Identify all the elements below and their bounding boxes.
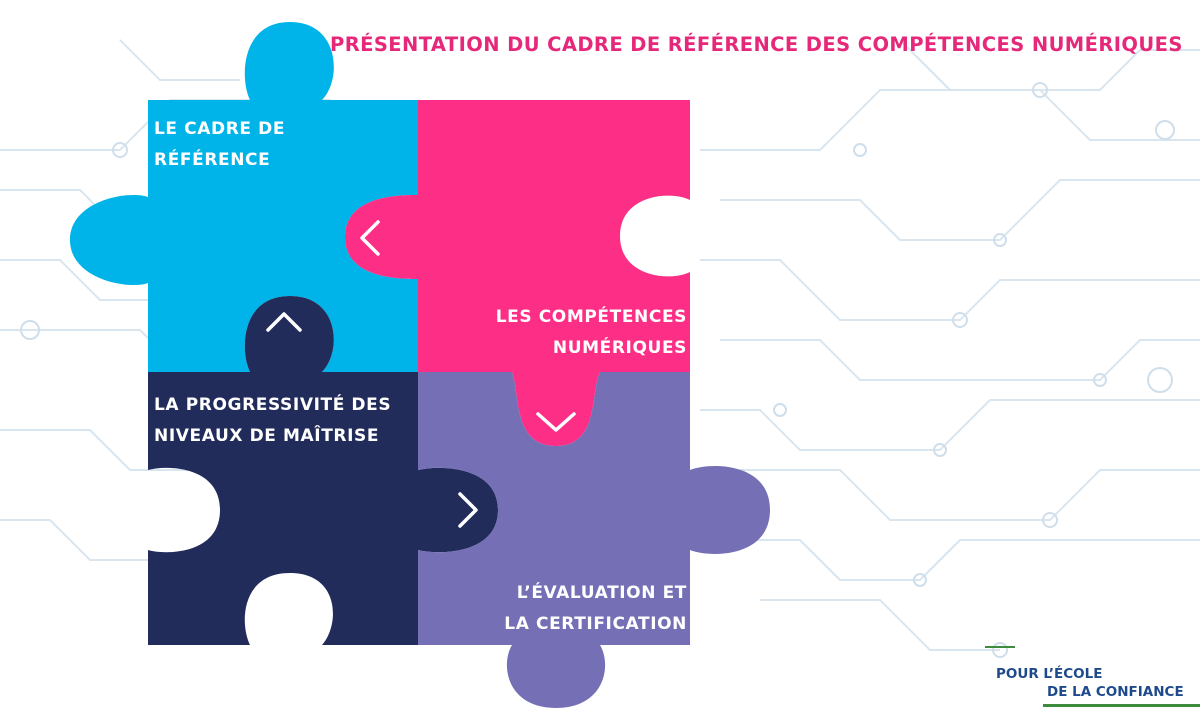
label-competences[interactable]: LES COMPÉTENCES NUMÉRIQUES	[430, 302, 687, 364]
piece-cadre[interactable]	[70, 22, 418, 372]
label-progressivite[interactable]: LA PROGRESSIVITÉ DES NIVEAUX DE MAÎTRISE	[154, 390, 414, 452]
label-cadre[interactable]: LE CADRE DE RÉFÉRENCE	[154, 114, 394, 176]
page-title: PRÉSENTATION DU CADRE DE RÉFÉRENCE DES C…	[330, 33, 1196, 56]
label-evaluation[interactable]: L’ÉVALUATION ET LA CERTIFICATION	[430, 578, 687, 640]
logo-accent-top	[985, 646, 1015, 648]
logo-line-1: POUR L’ÉCOLE	[996, 666, 1102, 682]
logo-line-2: DE LA CONFIANCE	[1047, 684, 1184, 700]
logo-accent-bottom	[1043, 704, 1200, 707]
ecole-confiance-logo: POUR L’ÉCOLE DE LA CONFIANCE	[985, 646, 1200, 708]
